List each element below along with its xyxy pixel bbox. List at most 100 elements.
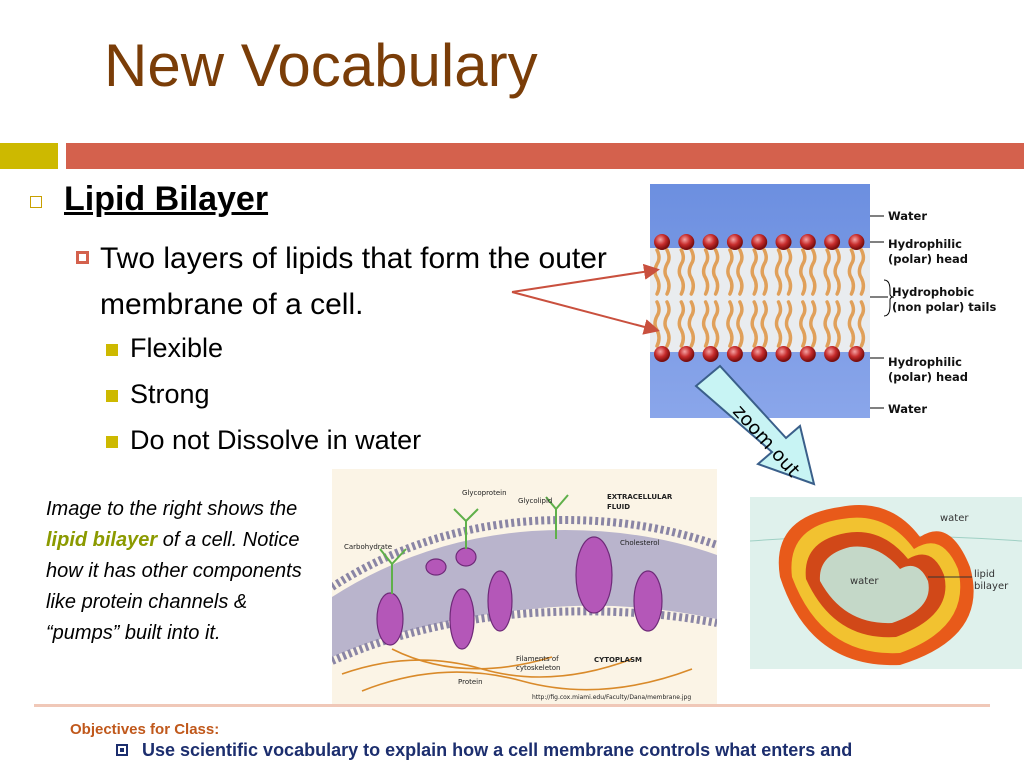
phospholipid-head [654,234,670,250]
lipid-bilayer-diagram: Water Hydrophilic (polar) head Hydrophob… [650,184,996,418]
phospholipid-head [848,234,865,250]
label-tails: Hydrophobic [892,285,974,299]
label-extracellular: EXTRACELLULAR [607,493,673,501]
property-item: Do not Dissolve in water [130,425,422,455]
note-highlight: lipid bilayer [46,529,158,551]
phospholipid-head [751,346,768,362]
label-water-inner: water [850,576,879,587]
label-filaments: Filaments of [516,655,559,663]
lipid-tail [823,248,831,296]
phospholipid-head [678,234,695,250]
hydrophilic-heads [654,234,865,362]
phospholipid-head [751,234,768,250]
label-head-bottom: Hydrophilic [888,355,962,369]
lipid-tail [711,300,720,348]
objectives-label: Objectives for Class: [70,721,220,738]
phospholipid-head [848,346,865,362]
lipid-tail [857,248,866,296]
property-item: Strong [130,379,210,409]
lipid-tail [726,248,734,296]
phospholipid-head [799,346,816,362]
bullet-square-icon [106,344,118,356]
lipid-tail [799,248,807,296]
lipid-tail [784,248,793,296]
vocab-heading: Lipid Bilayer [64,180,269,218]
lipid-tail [687,248,696,296]
phospholipid-head [702,234,719,250]
note-text: of a cell. Notice how it has other compo… [46,529,302,644]
phospholipid-head [824,346,841,362]
cell-membrane-detail-diagram: Glycoprotein Glycolipid EXTRACELLULAR FL… [332,469,717,705]
lipid-tail [701,300,710,348]
liposome-cell-diagram: water water lipid bilayer [750,497,1022,669]
lipid-tail [823,300,831,348]
bullet-square-icon [106,390,118,402]
title-accent-bar-gold [0,143,58,169]
phospholipid-head [726,346,743,362]
label-head-top: Hydrophilic [888,237,962,251]
label-carbohydrate: Carbohydrate [344,543,392,551]
phospholipid-head [775,234,792,250]
lipid-tail [799,300,807,348]
lipid-tail [663,248,671,296]
phospholipid-head [654,346,670,362]
lipid-tail [833,300,841,348]
lipid-tail [701,248,710,296]
bullet-square-icon [76,251,89,264]
slide-title: New Vocabulary [104,32,538,99]
label-cholesterol: Cholesterol [620,539,660,547]
lipid-tail [784,300,793,348]
lipid-tail [677,248,686,296]
bullet-square-icon [116,744,128,756]
lipid-tail [809,300,817,348]
note-text: Image to the right shows the [46,498,298,520]
property-item: Flexible [130,333,224,363]
label-water-top: Water [888,209,927,223]
hydrophobic-tails [653,248,866,348]
bullet-square-icon [106,436,118,448]
lipid-tail [750,300,758,348]
lipid-tail [736,300,744,348]
lipid-tail [760,248,768,296]
lipid-tail [809,248,817,296]
label-water-bottom: Water [888,402,927,416]
label-tails-2: (non polar) tails [892,300,996,314]
objective-item: Use scientific vocabulary to explain how… [142,740,853,760]
lipid-tail [760,300,768,348]
phospholipid-head [775,346,792,362]
lipid-tail [750,248,758,296]
lipid-tail [774,300,783,348]
label-head-bottom-2: (polar) head [888,370,968,384]
label-lipid-bilayer: lipid [974,569,995,580]
image-note: Image to the right shows the lipid bilay… [46,494,321,649]
label-water-outer: water [940,513,969,524]
zoom-out-callout: zoom out [694,364,816,486]
lipid-tail [726,300,734,348]
phospholipid-head [799,234,816,250]
label-glycolipid: Glycolipid [518,497,552,505]
phospholipid-head [702,346,719,362]
lipid-tail [663,300,671,348]
footer-divider [34,704,990,707]
lipid-tail [833,248,841,296]
vocab-definition: Two layers of lipids that form the outer… [100,242,607,321]
label-glycoprotein: Glycoprotein [462,489,507,497]
lipid-tail [736,248,744,296]
label-protein: Protein [458,678,483,686]
label-lipid-bilayer-2: bilayer [974,581,1009,592]
lipid-tail [677,300,686,348]
lipid-tail [687,300,696,348]
phospholipid-head [726,234,743,250]
image-source-url: http://fig.cox.miami.edu/Faculty/Dana/me… [532,694,691,701]
phospholipid-head [678,346,695,362]
label-filaments-2: cytoskeleton [516,664,561,672]
title-accent-bar-red [66,143,1024,169]
label-cytoplasm: CYTOPLASM [594,656,642,664]
lipid-tail [847,300,856,348]
lipid-tail [774,248,783,296]
lipid-tail [847,248,856,296]
lipid-tail [857,300,866,348]
bullet-square-icon [30,196,42,208]
label-head-top-2: (polar) head [888,252,968,266]
lipid-tail [711,248,720,296]
